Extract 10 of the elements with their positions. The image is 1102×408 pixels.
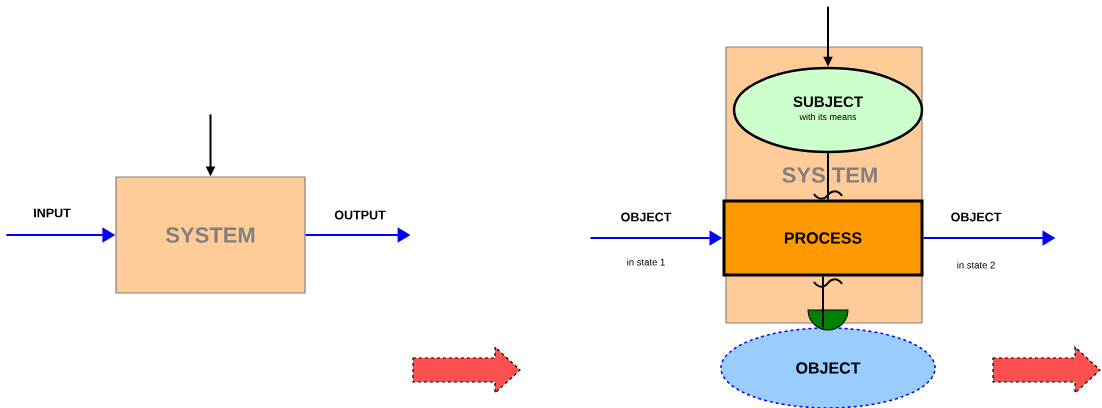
edge-label: OUTPUT — [334, 210, 386, 220]
system-box: SYSTEM — [115, 176, 306, 294]
edge-label: OBJECT — [951, 212, 1002, 222]
connector — [807, 275, 849, 331]
edge-label: INPUT — [34, 208, 71, 218]
connector — [813, 152, 843, 201]
state-label: in state 2 — [957, 261, 995, 269]
state-label: in state 1 — [627, 258, 665, 266]
process-box: PROCESS — [722, 199, 924, 277]
edge-label: OBJECT — [621, 212, 672, 222]
